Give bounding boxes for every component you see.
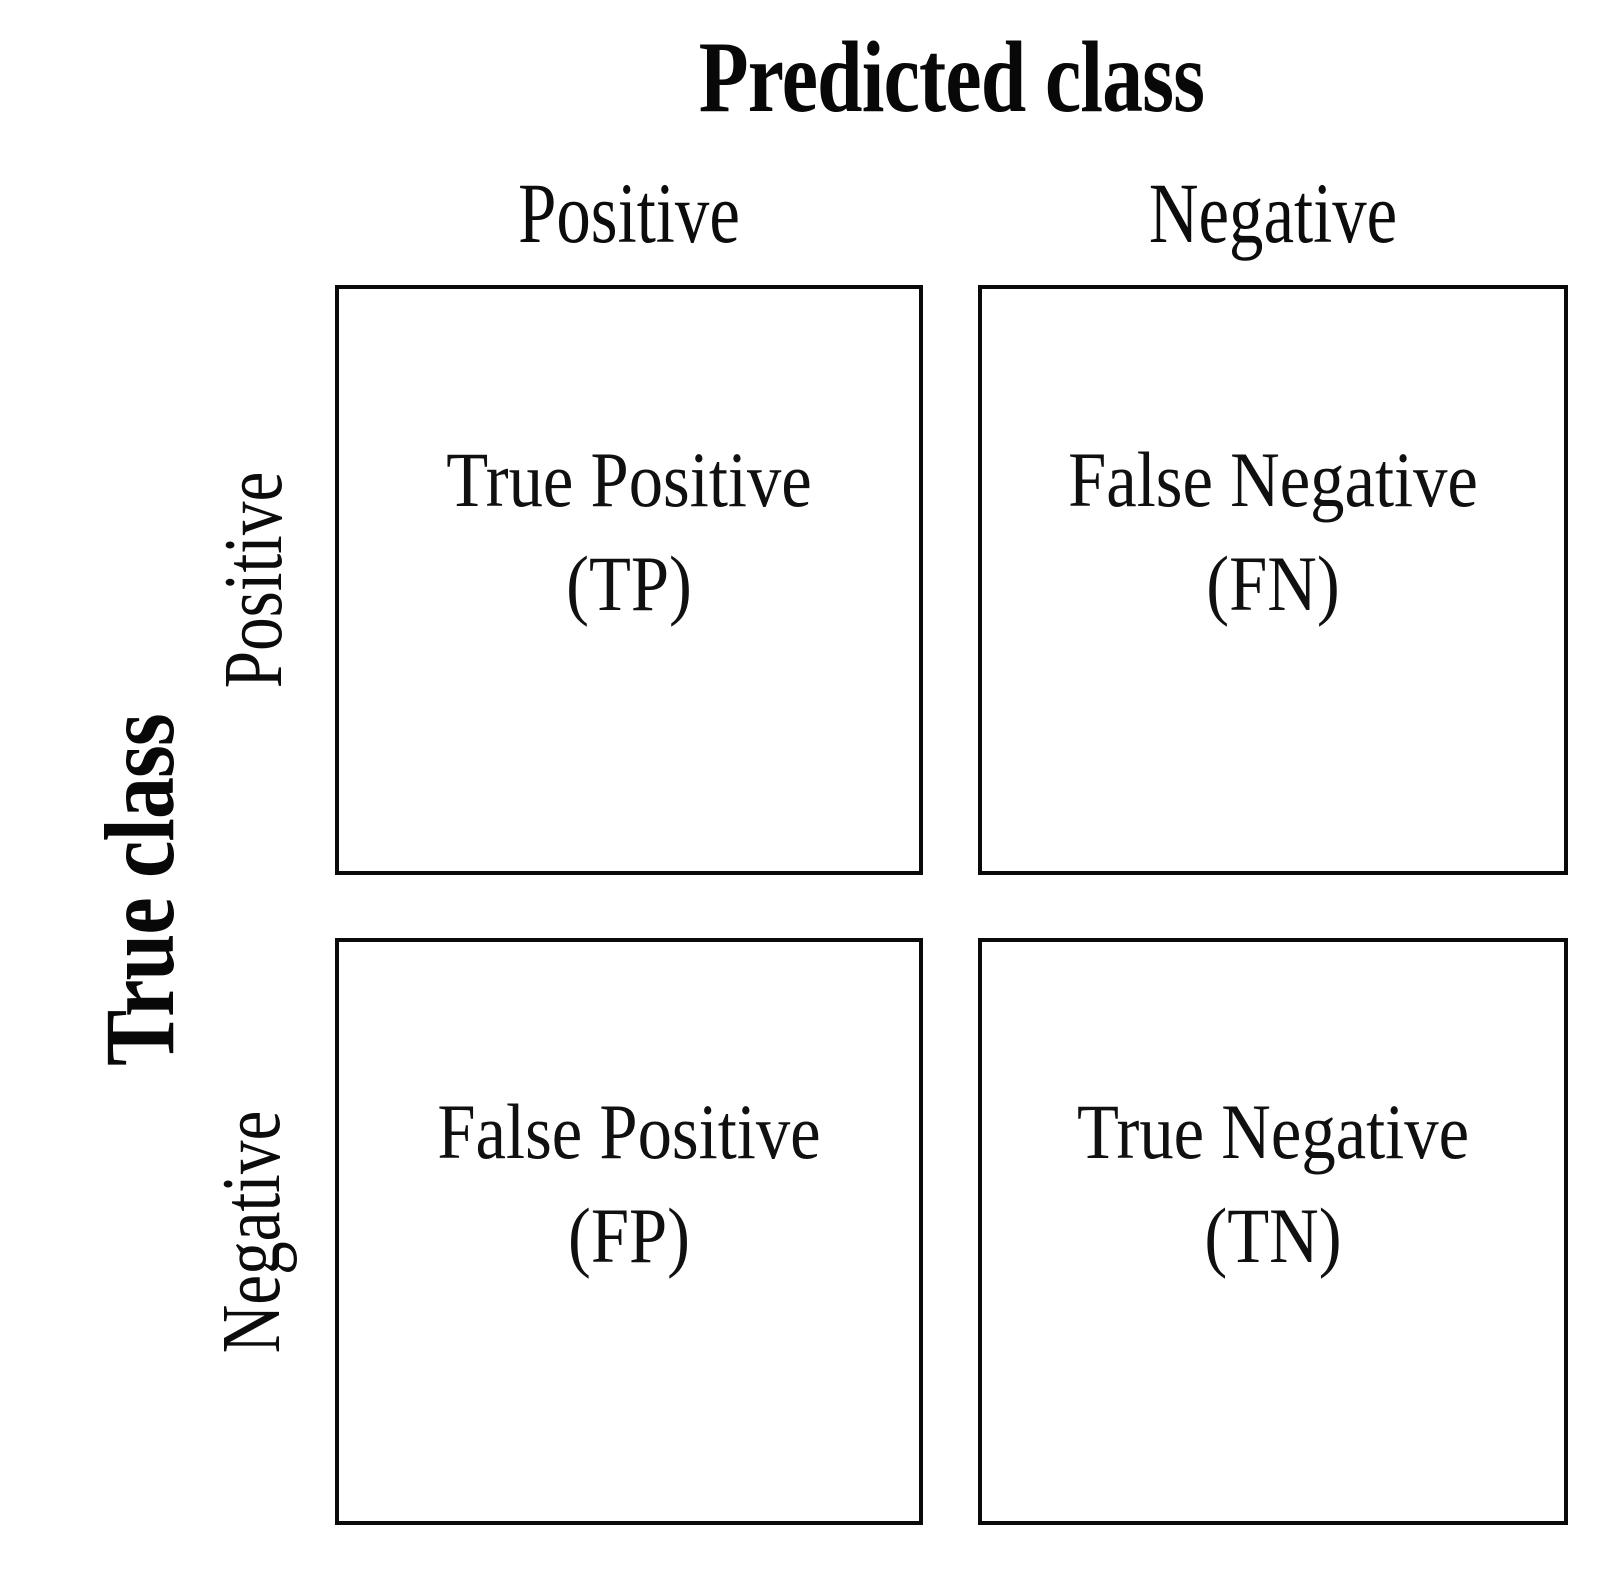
- matrix-cell-false-positive-line2: (FP): [567, 1191, 691, 1279]
- matrix-cell-true-positive-line2: (TP): [566, 540, 692, 627]
- matrix-cell-true-negative-text: True Negative (TN): [1017, 1080, 1529, 1288]
- matrix-cell-true-positive-text: True Positive (TP): [374, 428, 884, 636]
- matrix-cell-false-negative-line1: False Negative: [1068, 436, 1478, 523]
- matrix-cell-false-positive-text: False Positive (FP): [374, 1080, 884, 1288]
- matrix-cell-true-positive-line1: True Positive: [446, 436, 812, 523]
- matrix-cell-false-positive: False Positive (FP): [335, 938, 923, 1525]
- matrix-cell-true-negative: True Negative (TN): [978, 938, 1568, 1525]
- matrix-cell-false-negative-text: False Negative (FN): [1017, 428, 1529, 636]
- matrix-cell-false-negative: False Negative (FN): [978, 285, 1568, 875]
- matrix-cell-false-positive-line1: False Positive: [437, 1087, 821, 1175]
- predicted-class-axis-title: Predicted class: [698, 21, 1205, 134]
- matrix-cell-false-negative-line2: (FN): [1206, 540, 1340, 627]
- matrix-cell-true-negative-line1: True Negative: [1076, 1087, 1470, 1175]
- true-class-axis-title: True class: [84, 714, 195, 1066]
- row-header-positive: Positive: [207, 471, 300, 689]
- row-header-negative: Negative: [205, 1110, 298, 1354]
- column-header-positive: Positive: [518, 165, 740, 261]
- matrix-cell-true-positive: True Positive (TP): [335, 285, 923, 875]
- matrix-cell-true-negative-line2: (TN): [1204, 1191, 1342, 1279]
- column-header-negative: Negative: [1148, 165, 1398, 261]
